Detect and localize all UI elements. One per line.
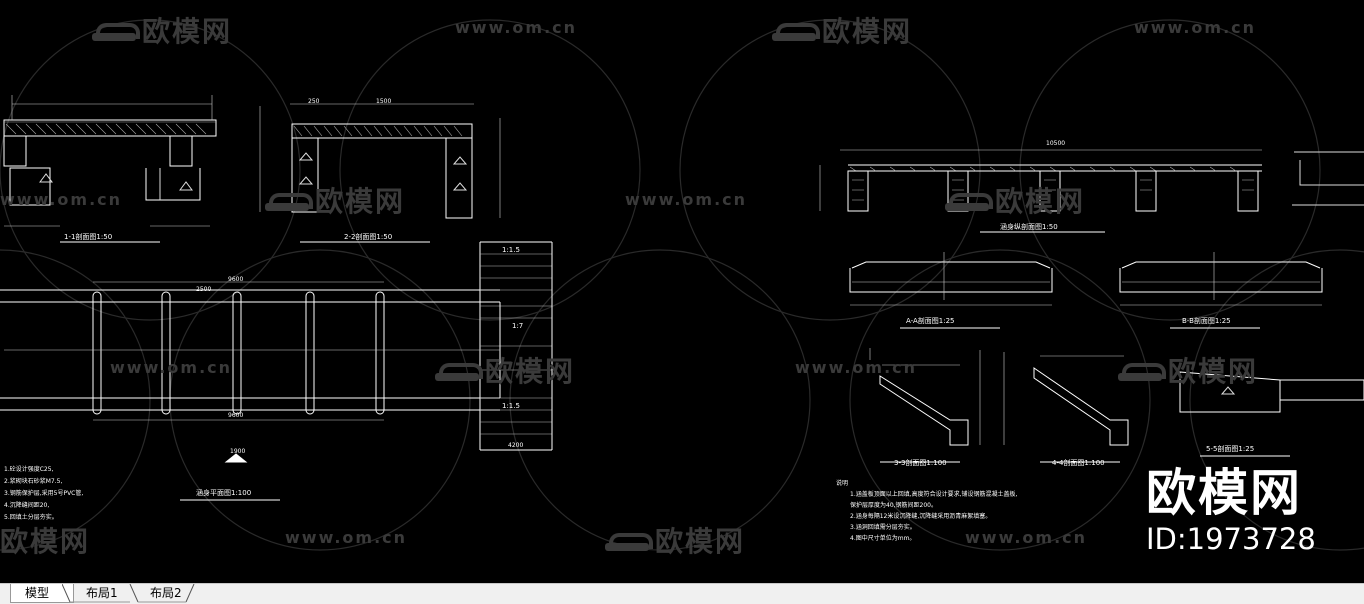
dim-label: 1500 <box>376 98 392 105</box>
dim-label: 2500 <box>196 286 212 293</box>
tab-layout-2[interactable]: 布局2 <box>150 586 182 600</box>
notes-heading: 说明 <box>836 480 849 487</box>
dim-label: 9600 <box>228 412 244 419</box>
note-line: 4.沉降缝间距20, <box>4 502 50 509</box>
watermark-logo: 欧模网 <box>772 10 912 50</box>
note-line: 5.回填土分层夯实。 <box>4 514 58 521</box>
section-4-4-drawing <box>1003 352 1129 463</box>
watermark-url: www.om.cn <box>965 528 1088 547</box>
notes-left: 1.砼设计强度C25, 2.浆砌块石砂浆M7.5, 3.钢筋保护层,采用5号PV… <box>4 464 83 524</box>
sofa-icon <box>1118 361 1166 385</box>
side-elevation-drawing <box>819 149 1364 233</box>
section-2-2-drawing <box>259 103 501 243</box>
dim-label: 1900 <box>230 448 246 455</box>
watermark-logo: 欧模网 <box>435 350 575 390</box>
section-3-3-drawing <box>869 348 981 463</box>
slope-label: 1:1.5 <box>502 402 520 410</box>
cad-drawing[interactable] <box>0 0 1364 583</box>
tab-model[interactable]: 模型 <box>10 584 74 603</box>
dim-label: 250 <box>308 98 320 105</box>
section-1-1-drawing <box>3 95 217 243</box>
watermark-url: www.om.cn <box>110 358 233 377</box>
watermark-url: www.om.cn <box>795 358 918 377</box>
watermark-logo: 欧模网 <box>605 520 745 560</box>
dim-label: 4200 <box>508 442 524 449</box>
tab-separators <box>62 584 195 603</box>
sofa-icon <box>772 21 820 45</box>
cad-model-canvas[interactable]: 欧模网 www.om.cn 欧模网 www.om.cn www.om.cn 欧模… <box>0 0 1364 583</box>
watermark-logo: 欧模网 <box>0 525 91 558</box>
title-section-5-5: 5-5剖面图1:25 <box>1206 445 1255 453</box>
note-line: 3.涵洞回填需分层夯实。 <box>850 524 916 531</box>
slope-label: 1:7 <box>512 322 524 330</box>
title-plan-view: 涵身平面图1:100 <box>196 489 252 497</box>
watermark-url: www.om.cn <box>455 18 578 37</box>
brand-name: 欧模网 <box>1146 464 1302 522</box>
brand-id: ID:1973728 <box>1146 522 1316 556</box>
tab-layout-1[interactable]: 布局1 <box>86 586 118 600</box>
watermark-url: www.om.cn <box>285 528 408 547</box>
watermark-logo: 欧模网 <box>1118 350 1258 390</box>
sofa-icon <box>92 21 140 45</box>
note-line: 1.砼设计强度C25, <box>4 466 54 473</box>
note-line: 1.涵盖板顶面以上回填,高度符合设计要求,铺设钢筋混凝土盖板, <box>850 491 1018 498</box>
dim-label: 10500 <box>1046 140 1066 147</box>
note-line: 4.图中尺寸单位为mm。 <box>850 535 916 542</box>
title-section-3-3: 3-3剖面图1:100 <box>894 459 947 467</box>
title-section-4-4: 4-4剖面图1:100 <box>1052 459 1105 467</box>
sofa-icon <box>435 361 483 385</box>
notes-right: 说明 1.涵盖板顶面以上回填,高度符合设计要求,铺设钢筋混凝土盖板, 保护层厚度… <box>836 478 1017 544</box>
watermark-url: www.om.cn <box>625 190 748 209</box>
slope-label: 1:1.5 <box>502 246 520 254</box>
title-section-a-a: A-A剖面图1:25 <box>906 317 955 325</box>
note-line: 2.浆砌块石砂浆M7.5, <box>4 478 63 485</box>
section-5-5-drawing <box>1179 371 1364 457</box>
note-line: 2.涵身每隔12米设沉降缝,沉降缝采用沥青麻絮填塞。 <box>850 513 992 520</box>
title-section-2-2: 2-2剖面图1:50 <box>344 233 393 241</box>
plan-view-drawing <box>0 241 553 501</box>
sofa-icon <box>945 191 993 215</box>
note-line: 3.钢筋保护层,采用5号PVC管, <box>4 490 84 497</box>
section-a-a-drawing <box>849 252 1053 329</box>
title-section-b-b: B-B剖面图1:25 <box>1182 317 1231 325</box>
dim-label: 9600 <box>228 276 244 283</box>
layout-tab-bar: 模型 布局1 布局2 <box>0 583 1364 604</box>
title-section-1-1: 1-1剖面图1:50 <box>64 233 113 241</box>
section-b-b-drawing <box>1119 252 1323 329</box>
watermark-logo: 欧模网 <box>945 180 1085 220</box>
watermark-url: www.om.cn <box>0 190 123 209</box>
watermark-logo: 欧模网 <box>265 180 405 220</box>
watermark-logo: 欧模网 <box>92 10 232 50</box>
title-side-elevation: 涵身纵剖面图1:50 <box>1000 223 1058 231</box>
watermark-url: www.om.cn <box>1134 18 1257 37</box>
brand-overlay: 欧模网 ID:1973728 <box>1146 466 1316 556</box>
note-line: 保护层厚度为40,钢筋间距200。 <box>850 502 937 509</box>
sofa-icon <box>265 191 313 215</box>
sofa-icon <box>605 531 653 555</box>
